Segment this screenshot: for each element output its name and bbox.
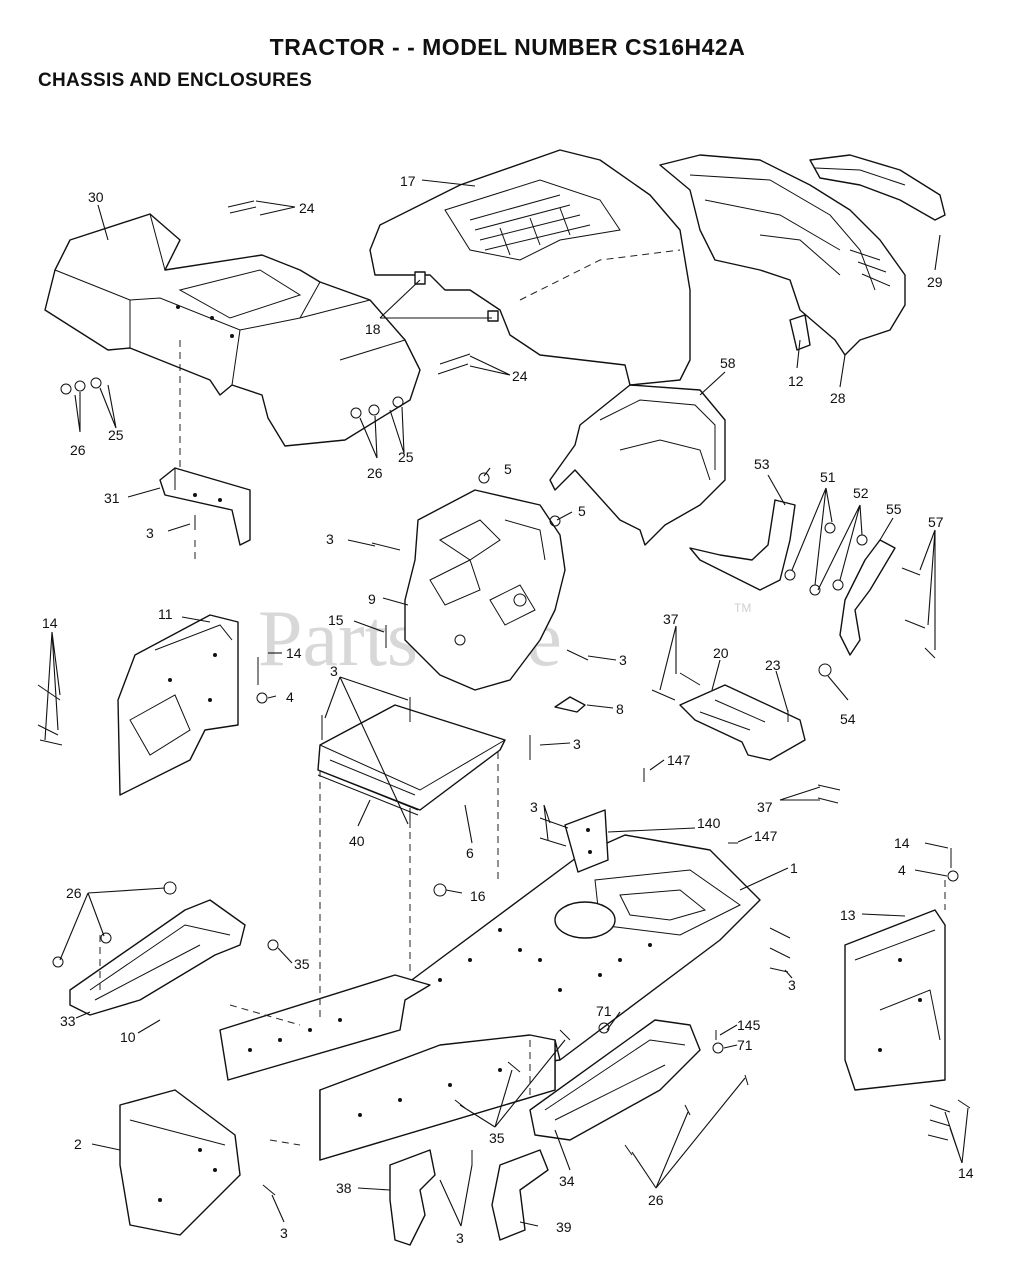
part-17-hood[interactable] <box>369 149 691 386</box>
callout-25-left: 25 <box>108 427 124 443</box>
part-2-cover[interactable] <box>119 1089 241 1236</box>
callout-9: 9 <box>368 591 376 607</box>
callout-140: 140 <box>697 815 721 831</box>
callout-3-lower-left: 3 <box>280 1225 288 1241</box>
callout-31: 31 <box>104 490 120 506</box>
callout-147-lower: 147 <box>754 828 778 844</box>
callout-3-plate: 3 <box>330 663 338 679</box>
callout-71-right: 71 <box>737 1037 753 1053</box>
callout-39: 39 <box>556 1219 572 1235</box>
callout-14-left: 14 <box>42 615 58 631</box>
callout-33: 33 <box>60 1013 76 1029</box>
callout-1: 1 <box>790 860 798 876</box>
callout-13: 13 <box>840 907 856 923</box>
callout-8: 8 <box>616 701 624 717</box>
callout-20: 20 <box>713 645 729 661</box>
callout-55: 55 <box>886 501 902 517</box>
callout-5-lower: 5 <box>578 503 586 519</box>
callout-14-lower: 14 <box>958 1165 974 1181</box>
part-6-floor-plate[interactable] <box>317 704 506 811</box>
callout-52: 52 <box>853 485 869 501</box>
callout-18: 18 <box>365 321 381 337</box>
callout-37-lower: 37 <box>757 799 773 815</box>
callout-3-bracket: 3 <box>146 525 154 541</box>
callout-14-right: 14 <box>894 835 910 851</box>
callout-28: 28 <box>830 390 846 406</box>
callout-26-lower: 26 <box>648 1192 664 1208</box>
callout-11: 11 <box>158 606 173 622</box>
callout-5-upper: 5 <box>504 461 512 477</box>
part-13-side-panel[interactable] <box>844 909 946 1091</box>
callout-29: 29 <box>927 274 943 290</box>
callout-26-left: 26 <box>70 442 86 458</box>
callout-3-clip: 3 <box>573 736 581 752</box>
callout-37-upper: 37 <box>663 611 679 627</box>
callout-58: 58 <box>720 355 736 371</box>
part-9-dash-panel[interactable] <box>404 489 566 691</box>
callout-17: 17 <box>400 173 416 189</box>
leader-lines <box>44 179 969 1227</box>
part-53-bracket[interactable] <box>689 499 796 591</box>
part-34-footrest[interactable] <box>529 1019 701 1141</box>
callout-10: 10 <box>120 1029 136 1045</box>
callout-26-mid: 26 <box>367 465 383 481</box>
callout-labels: 30 24 17 29 18 24 12 28 58 26 25 26 25 5… <box>42 173 974 1246</box>
part-55-bracket[interactable] <box>839 539 896 656</box>
part-1-main-frame[interactable] <box>219 834 761 1161</box>
part-30-rear-fender[interactable] <box>44 213 421 447</box>
part-58-belt-shield[interactable] <box>549 384 726 546</box>
callout-30: 30 <box>88 189 104 205</box>
callout-14-center: 14 <box>286 645 302 661</box>
callout-23: 23 <box>765 657 781 673</box>
watermark-trademark: TM <box>734 601 751 615</box>
callout-25-mid: 25 <box>398 449 414 465</box>
part-140-bracket[interactable] <box>564 809 609 873</box>
callout-24-upper: 24 <box>299 200 315 216</box>
callout-38: 38 <box>336 1180 352 1196</box>
callout-3-frame: 3 <box>530 799 538 815</box>
callout-145: 145 <box>737 1017 761 1033</box>
callout-57: 57 <box>928 514 944 530</box>
part-11-side-panel[interactable] <box>117 614 239 796</box>
diagram-title: TRACTOR - - MODEL NUMBER CS16H42A <box>269 34 746 60</box>
callout-3-right: 3 <box>788 977 796 993</box>
callout-3-lower-center: 3 <box>456 1230 464 1246</box>
callout-3-panel: 3 <box>619 652 627 668</box>
callout-24-lower: 24 <box>512 368 528 384</box>
callout-15: 15 <box>328 612 344 628</box>
callout-35-left: 35 <box>294 956 310 972</box>
callout-4-right: 4 <box>898 862 906 878</box>
callout-40: 40 <box>349 833 365 849</box>
callout-26-footrest: 26 <box>66 885 82 901</box>
part-33-footrest[interactable] <box>69 899 246 1016</box>
callout-51: 51 <box>820 469 836 485</box>
callout-147-upper: 147 <box>667 752 691 768</box>
callout-16: 16 <box>470 888 486 904</box>
diagram-subtitle: CHASSIS AND ENCLOSURES <box>38 70 313 91</box>
callout-3-dash: 3 <box>326 531 334 547</box>
part-20-bracket[interactable] <box>679 684 806 761</box>
callout-35-center: 35 <box>489 1130 505 1146</box>
callout-4-left: 4 <box>286 689 294 705</box>
part-39-bracket[interactable] <box>491 1149 549 1241</box>
part-31-bracket[interactable] <box>159 467 251 546</box>
alignment-lines <box>99 340 946 1146</box>
callout-54: 54 <box>840 711 856 727</box>
callout-34: 34 <box>559 1173 575 1189</box>
callout-6: 6 <box>466 845 474 861</box>
callout-2: 2 <box>74 1136 82 1152</box>
part-38-bracket[interactable] <box>389 1149 436 1246</box>
callout-53: 53 <box>754 456 770 472</box>
part-29-grille[interactable] <box>659 154 946 356</box>
callout-12: 12 <box>788 373 804 389</box>
callout-71-left: 71 <box>596 1003 612 1019</box>
